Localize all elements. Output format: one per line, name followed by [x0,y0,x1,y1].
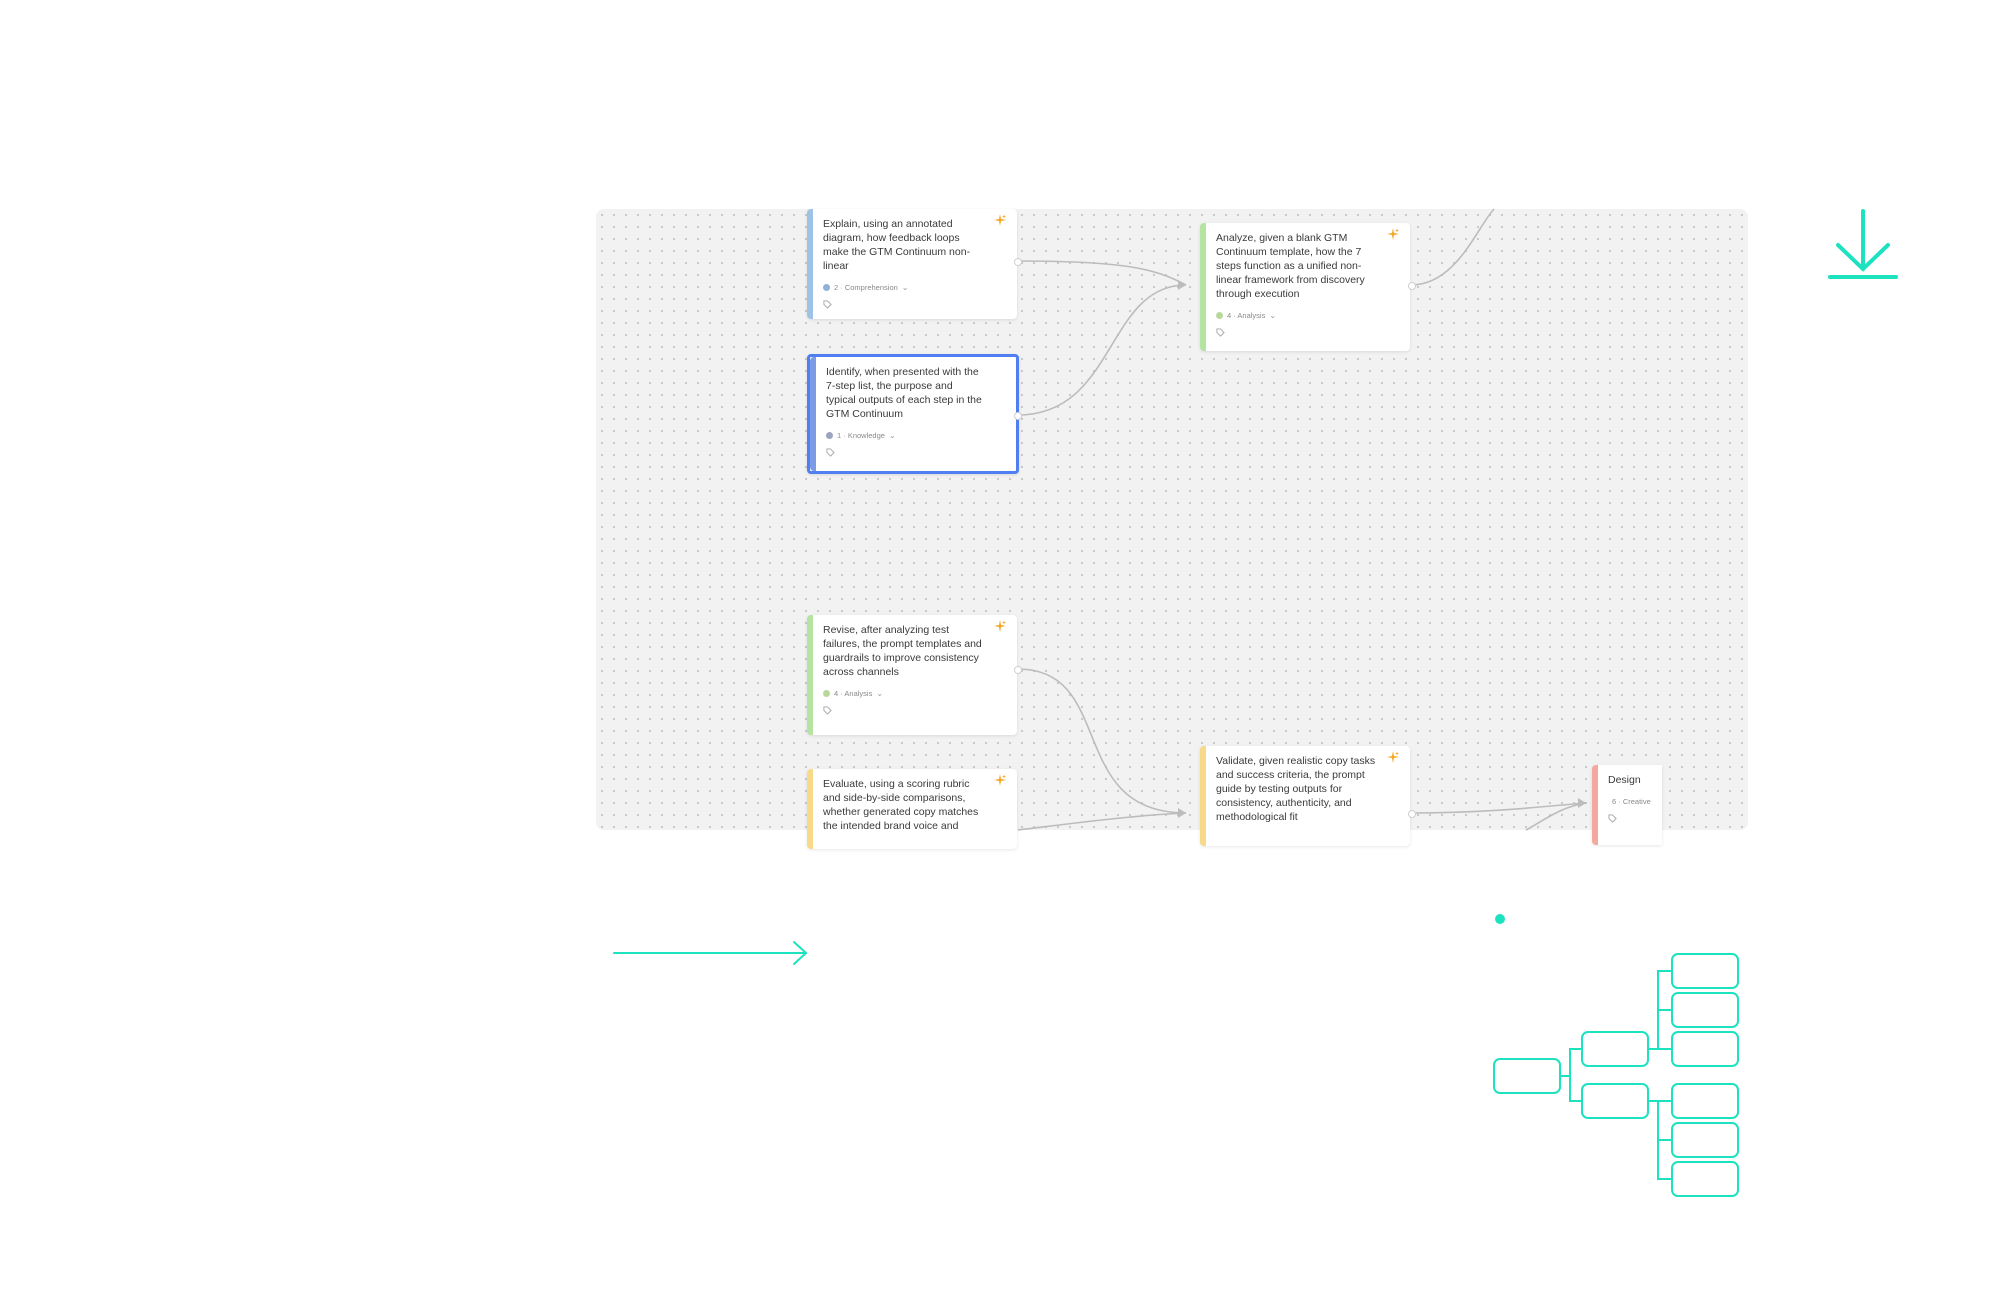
card-text: Explain, using an annotated diagram, how… [823,218,971,272]
card-color-stripe [807,769,813,849]
objective-card[interactable]: Revise, after analyzing test failures, t… [807,615,1017,735]
hierarchy-tree-icon [1493,953,1739,1197]
edge-evaluate-to-validate [1017,812,1187,831]
download-icon[interactable] [1824,207,1902,283]
arrow-right-icon [613,941,808,965]
tag-icon[interactable] [1216,328,1225,337]
level-dot [1216,312,1223,319]
level-dropdown[interactable]: 4 · Analysis ⌄ [823,689,1003,698]
edge-explain-to-analyze [1017,260,1187,286]
card-text: Analyze, given a blank GTM Continuum tem… [1216,232,1365,300]
edge-arrowhead [1578,798,1586,808]
card-text: Identify, when presented with the 7-step… [826,366,982,420]
edge-arrowhead [1178,280,1186,290]
card-port[interactable] [1408,810,1416,818]
level-dropdown[interactable]: 2 · Comprehension ⌄ [823,283,1003,292]
tag-icon[interactable] [1608,814,1617,823]
card-text: Validate, given realistic copy tasks and… [1216,755,1376,823]
level-label: 2 · Comprehension [834,283,898,292]
card-text: Design [1608,774,1641,786]
card-text: Revise, after analyzing test failures, t… [823,624,982,678]
card-color-stripe [807,615,813,735]
chevron-down-icon: ⌄ [901,283,909,292]
edge-validate-to-design [1410,802,1587,814]
card-color-stripe [807,209,813,319]
objective-card[interactable]: Explain, using an annotated diagram, how… [807,209,1017,319]
card-port[interactable] [1014,258,1022,266]
level-dropdown[interactable]: 1 · Knowledge ⌄ [826,431,1002,440]
level-dropdown[interactable]: 6 · Creative [1608,797,1651,806]
objective-card[interactable]: Evaluate, using a scoring rubric and sid… [807,769,1017,849]
level-label: 1 · Knowledge [837,431,885,440]
sparkle-icon[interactable] [1386,227,1400,241]
chevron-down-icon: ⌄ [876,689,884,698]
sparkle-icon[interactable] [993,619,1007,633]
edge-revise-to-validate [1017,668,1187,814]
level-dropdown[interactable]: 4 · Analysis ⌄ [1216,311,1396,320]
objective-card[interactable]: Design 6 · Creative [1592,765,1662,845]
edge-design-lower [1525,802,1587,831]
objective-card-selected[interactable]: Identify, when presented with the 7-step… [807,354,1019,474]
level-label: 4 · Analysis [1227,311,1266,320]
edge-identify-to-analyze [1017,284,1187,416]
level-dot [823,284,830,291]
level-label: 6 · Creative [1612,797,1651,806]
accent-dot [1495,914,1505,924]
workflow-canvas[interactable]: Explain, using an annotated diagram, how… [596,208,1748,849]
card-color-stripe [1200,223,1206,351]
level-dot [823,690,830,697]
chevron-down-icon: ⌄ [1269,311,1277,320]
tag-icon[interactable] [823,300,832,309]
sparkle-icon[interactable] [1386,750,1400,764]
card-port[interactable] [1014,666,1022,674]
sparkle-icon[interactable] [993,213,1007,227]
level-label: 4 · Analysis [834,689,873,698]
card-color-stripe [1200,746,1206,846]
level-dot [826,432,833,439]
tag-icon[interactable] [826,448,835,457]
connection-edges [1017,208,1587,831]
card-text: Evaluate, using a scoring rubric and sid… [823,778,979,832]
sparkle-icon[interactable] [993,773,1007,787]
tag-icon[interactable] [823,706,832,715]
edge-arrowhead [1178,808,1186,818]
edge-analyze-to-top [1410,208,1495,286]
objective-card[interactable]: Validate, given realistic copy tasks and… [1200,746,1410,846]
card-color-stripe [1592,765,1598,845]
card-port[interactable] [1014,412,1022,420]
chevron-down-icon: ⌄ [888,431,896,440]
objective-card[interactable]: Analyze, given a blank GTM Continuum tem… [1200,223,1410,351]
card-port[interactable] [1408,282,1416,290]
card-color-stripe [810,357,816,471]
